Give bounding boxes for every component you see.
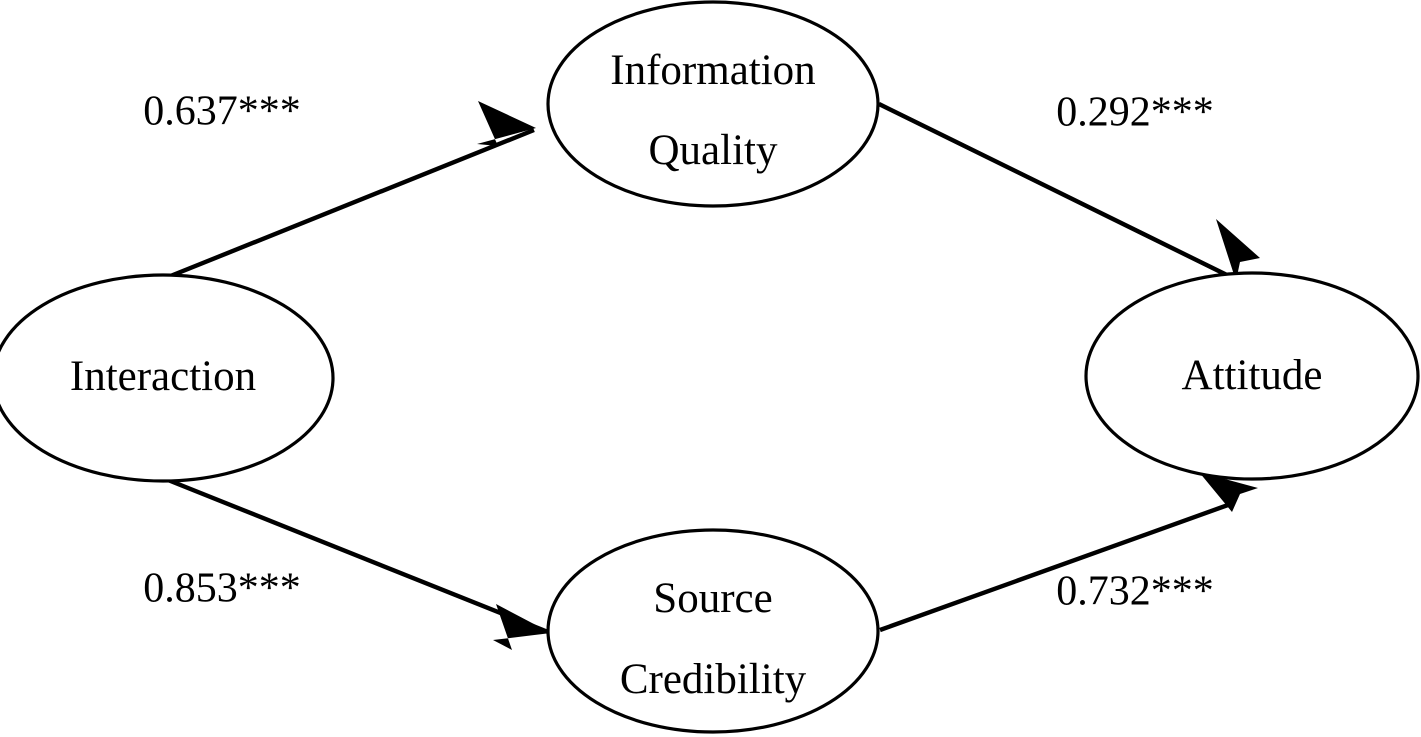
node-interaction-label: Interaction	[70, 353, 256, 400]
coefficient-label-information-quality-attitude: 0.292***	[1056, 90, 1214, 136]
path-line-interaction-information-quality	[167, 127, 535, 280]
coefficient-label-interaction-source-credibility: 0.853***	[143, 566, 301, 612]
arrowhead-into-attitude-top	[1216, 219, 1260, 281]
path-information-quality-to-attitude[interactable]	[878, 102, 1260, 281]
node-attitude-ellipse	[1084, 271, 1420, 481]
path-interaction-to-information-quality[interactable]	[167, 101, 536, 280]
node-information-quality-label-line2: Quality	[649, 127, 778, 174]
node-source-credibility-label-line1: Source	[653, 575, 772, 622]
node-information-quality[interactable]: Information Quality	[546, 0, 880, 208]
node-source-credibility[interactable]: Source Credibility	[546, 528, 880, 734]
node-attitude-label: Attitude	[1182, 352, 1323, 399]
node-interaction-ellipse	[0, 273, 335, 483]
path-line-information-quality-attitude	[878, 102, 1234, 280]
arrowhead-into-information-quality	[477, 101, 536, 146]
node-information-quality-label-line1: Information	[610, 47, 815, 94]
arrowhead-into-source-credibility	[493, 604, 551, 650]
node-interaction[interactable]: Interaction	[0, 273, 335, 483]
path-line-source-credibility-attitude	[879, 502, 1229, 633]
node-information-quality-ellipse	[546, 0, 880, 208]
coefficient-label-source-credibility-attitude: 0.732***	[1056, 569, 1214, 615]
coefficient-label-interaction-information-quality: 0.637***	[143, 89, 301, 135]
node-source-credibility-label-line2: Credibility	[620, 656, 807, 703]
arrowhead-into-attitude-bottom	[1199, 472, 1258, 512]
path-source-credibility-to-attitude[interactable]	[879, 472, 1258, 633]
node-source-credibility-ellipse	[546, 528, 880, 734]
path-interaction-to-source-credibility[interactable]	[167, 477, 551, 650]
node-attitude[interactable]: Attitude	[1084, 271, 1420, 481]
path-line-interaction-source-credibility	[167, 477, 549, 635]
